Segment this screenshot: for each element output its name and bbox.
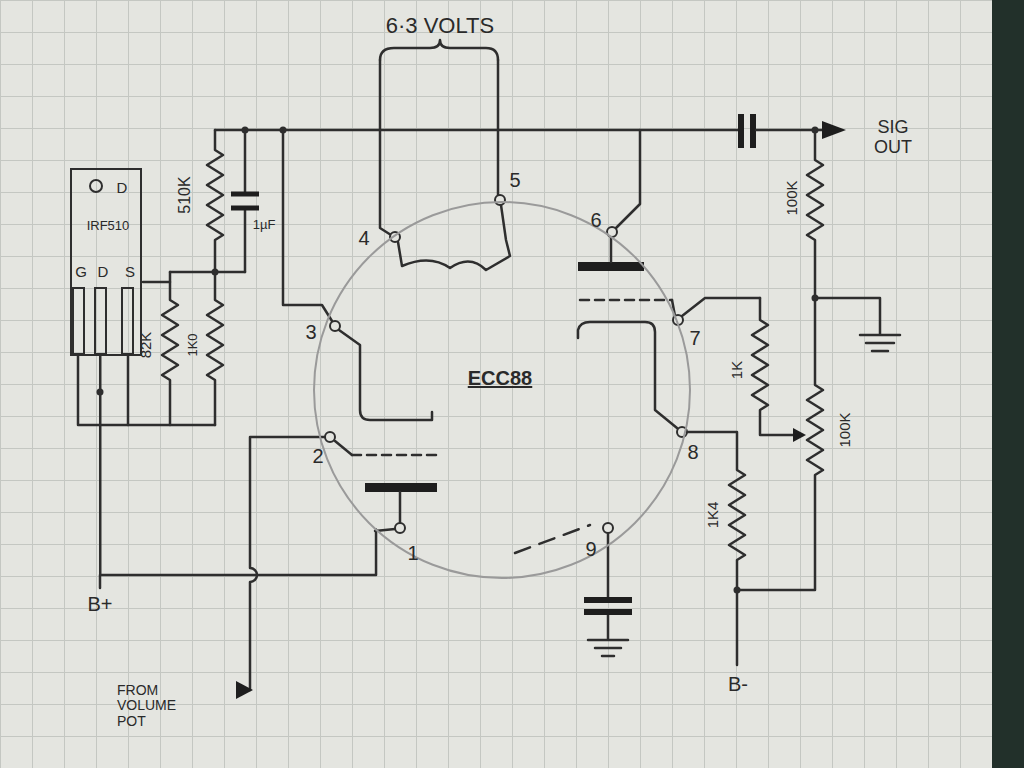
pin-name: S	[125, 264, 135, 281]
mosfet-leg	[95, 288, 106, 354]
pin-number: 3	[305, 321, 316, 343]
pin-symbol	[603, 523, 613, 533]
potentiometer-value: 100K	[837, 412, 854, 447]
resistor-value: 1K4	[705, 502, 722, 529]
tube-outline	[312, 200, 692, 580]
wire	[170, 271, 245, 274]
heater-filament	[398, 205, 510, 270]
wire	[143, 281, 170, 284]
brace	[380, 40, 498, 60]
signal-name: FROM VOLUME POT	[117, 683, 191, 729]
signal-name: SIG OUT	[871, 118, 915, 158]
resistor-symbol	[752, 298, 794, 435]
anode-wire	[611, 130, 640, 262]
cathode-wire	[283, 130, 332, 321]
capacitor-value: 1µF	[253, 218, 276, 232]
pin-number: 8	[687, 441, 698, 463]
resistor-value: 82K	[138, 332, 155, 359]
pin-number: 1	[407, 542, 418, 564]
output-arrow	[822, 121, 846, 139]
supply-name: B-	[728, 673, 748, 695]
supply-name: B+	[87, 593, 112, 615]
resistor-value: 100K	[784, 180, 801, 215]
input-arrow	[236, 681, 253, 699]
wire	[78, 356, 215, 425]
shield-line	[515, 525, 590, 553]
ground-symbol	[815, 298, 900, 351]
mosfet-leg	[73, 288, 84, 354]
wire	[99, 575, 102, 588]
potentiometer-symbol	[737, 298, 823, 590]
pin-number: 6	[590, 209, 601, 231]
grid-lead	[335, 441, 352, 455]
top-rail	[215, 129, 738, 132]
grid-wire	[682, 298, 760, 316]
pin-number: 9	[585, 538, 596, 560]
grid-symbol	[352, 454, 436, 457]
capacitor-symbol	[231, 194, 259, 208]
capacitor-lead	[244, 130, 247, 272]
pin-symbol	[495, 195, 505, 205]
pin-number: 5	[509, 169, 520, 191]
notebook-edge	[992, 0, 1024, 768]
cathode-symbol	[339, 330, 432, 420]
mosfet-leg	[122, 288, 133, 354]
tube-envelope: ECC88	[312, 200, 692, 580]
grid-symbol	[580, 299, 672, 302]
pin-symbol	[330, 321, 340, 331]
resistor-symbol	[162, 272, 178, 425]
cathode-symbol	[578, 322, 677, 428]
tube-name: ECC88	[468, 367, 532, 389]
wiper-arrow	[793, 428, 806, 442]
anode-symbol	[365, 483, 437, 492]
anode-symbol	[578, 262, 644, 271]
pin-symbol	[395, 523, 405, 533]
mosfet-package: DIRF510GDS	[70, 168, 142, 356]
pin-name: G	[75, 264, 87, 281]
pin-name: D	[98, 264, 109, 281]
mounting-hole	[90, 180, 102, 192]
capacitor-symbol	[584, 600, 632, 612]
pin-number: 2	[312, 445, 323, 467]
pin-number: 4	[358, 227, 369, 249]
resistor-symbol	[207, 272, 223, 425]
anode-lead	[399, 492, 402, 523]
resistor-symbol	[207, 130, 223, 272]
input-wire	[250, 437, 325, 690]
wire	[127, 356, 130, 425]
heater-wire	[380, 60, 391, 235]
resistor-symbol	[687, 432, 745, 665]
pin-name: D	[117, 180, 128, 197]
voltage-label: 6·3 VOLTS	[386, 14, 494, 38]
resistor-value: 1K	[729, 361, 746, 379]
resistor-symbol	[807, 130, 823, 298]
pin-symbol	[325, 432, 335, 442]
supply-wire	[100, 356, 376, 575]
heater-wire	[497, 60, 500, 195]
resistor-value: 510K	[176, 176, 194, 213]
part-name: IRF510	[87, 219, 130, 233]
capacitor-symbol	[741, 114, 753, 148]
pin-number: 7	[689, 327, 700, 349]
resistor-value: 1K0	[186, 333, 200, 356]
